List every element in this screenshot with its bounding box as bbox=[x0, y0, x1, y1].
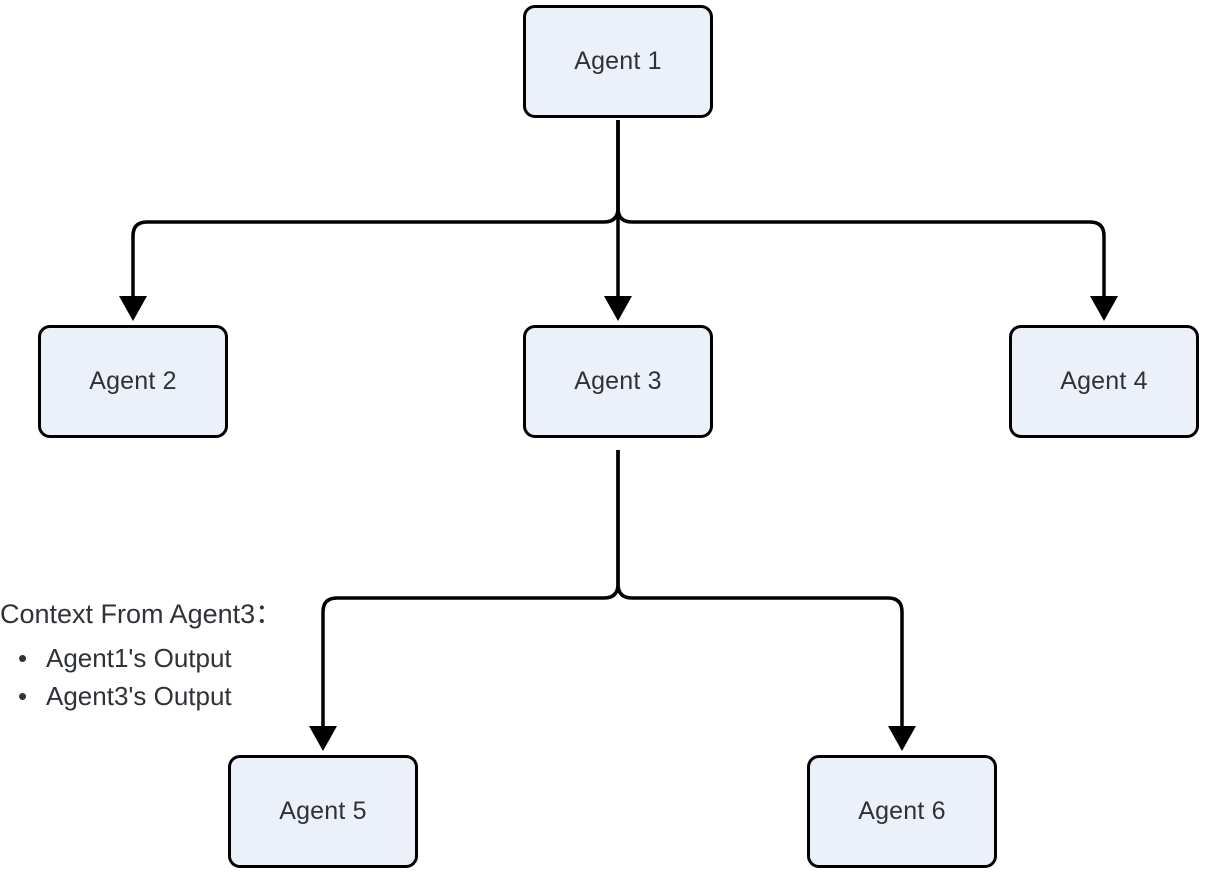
node-agent1: Agent 1 bbox=[523, 5, 713, 118]
context-annotation: Context From Agent3： Agent1's Output Age… bbox=[0, 598, 310, 715]
node-agent4: Agent 4 bbox=[1009, 325, 1199, 438]
node-agent5-label: Agent 5 bbox=[279, 797, 367, 825]
node-agent2-label: Agent 2 bbox=[89, 367, 177, 395]
node-agent6-label: Agent 6 bbox=[858, 797, 946, 825]
annotation-list: Agent1's Output Agent3's Output bbox=[0, 639, 310, 715]
node-agent4-label: Agent 4 bbox=[1060, 367, 1148, 395]
annotation-title: Context From Agent3： bbox=[0, 599, 283, 629]
arrowhead-agent5 bbox=[309, 726, 337, 751]
node-agent6: Agent 6 bbox=[807, 755, 997, 868]
node-agent5: Agent 5 bbox=[228, 755, 418, 868]
edge-agent3-agent6 bbox=[616, 450, 904, 727]
edge-agent3-agent5 bbox=[321, 450, 620, 727]
arrowhead-agent3 bbox=[604, 296, 632, 321]
node-agent3-label: Agent 3 bbox=[574, 367, 662, 395]
arrowhead-agent6 bbox=[888, 726, 916, 751]
node-agent2: Agent 2 bbox=[38, 325, 228, 438]
annotation-item-2: Agent3's Output bbox=[0, 677, 310, 715]
node-agent3: Agent 3 bbox=[523, 325, 713, 438]
node-agent1-label: Agent 1 bbox=[574, 47, 662, 75]
arrowhead-agent4 bbox=[1090, 296, 1118, 321]
arrowhead-agent2 bbox=[119, 296, 147, 321]
edge-agent1-agent4 bbox=[616, 120, 1106, 297]
annotation-item-1: Agent1's Output bbox=[0, 639, 310, 677]
edge-agent1-agent2 bbox=[131, 120, 620, 297]
